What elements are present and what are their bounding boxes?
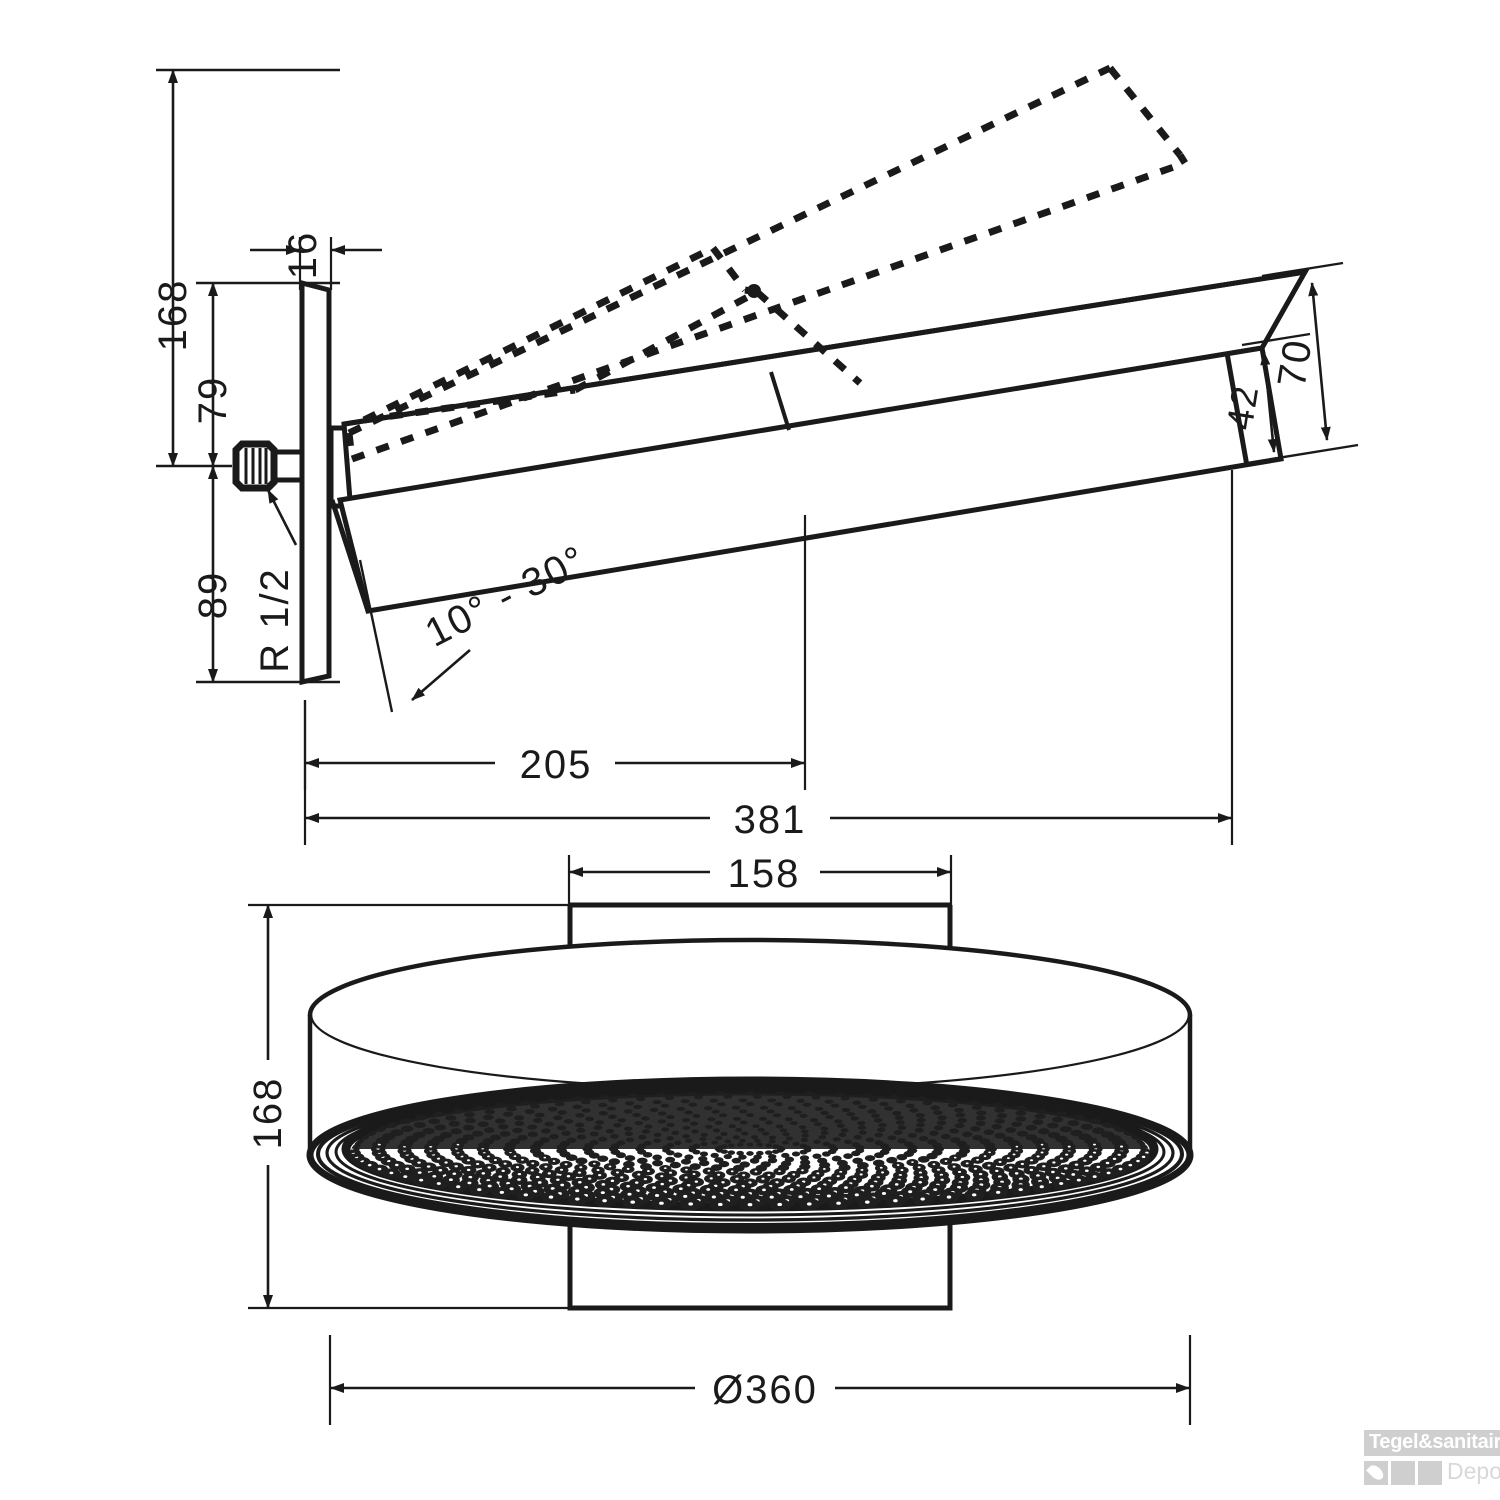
watermark-brand-row2: Depot [1364,1458,1500,1485]
dimension-16: 16 [250,231,382,290]
shower-arm-dotted-alternate [345,64,1188,463]
dimension-label-381: 381 [734,798,807,842]
logo-square-3 [1418,1461,1442,1485]
dimension-label-42: 42 [1219,382,1267,433]
front-elevation-group: 158 168 [246,851,1194,1425]
dimension-label-89: 89 [191,571,235,620]
dimension-89: 89 [191,465,235,683]
angle-leader-line [411,649,471,701]
watermark-brand-line1: Tegel&sanitair [1364,1430,1500,1456]
side-elevation-group: 168 79 89 R 1/2 1 [151,64,1359,845]
dimension-168-bottom: 168 [246,903,600,1310]
dotted-pivot-dot [747,284,761,298]
mount-bracket-bottom [567,1222,953,1311]
dimension-70: 70 [1270,282,1331,441]
watermark-brand-line2: Depot [1447,1458,1500,1484]
dimension-158: 158 [567,851,953,925]
wall-plate [299,279,332,686]
logo-square-2 [1391,1461,1415,1485]
dimension-label-70: 70 [1270,336,1321,391]
shower-head-body [306,937,1194,1234]
dimension-168-top: 168 [151,69,195,467]
thread-leader-line [266,489,298,546]
dimension-label-168-top: 168 [151,279,195,352]
shower-arm-solid [329,268,1310,614]
thread-connector [232,440,302,492]
shower-arm-dotted-lower [362,244,863,424]
dimension-diameter-360: Ø360 [328,1335,1192,1425]
angle-reference-line [358,559,394,713]
thread-callout-group: R 1/2 [253,489,298,673]
dimension-label-168-bottom: 168 [246,1077,290,1150]
thread-callout-label: R 1/2 [253,567,297,673]
dimension-label-158: 158 [728,852,801,896]
dimension-42: 42 [1219,351,1278,453]
watermark-logo: Tegel&sanitair Depot [1350,1430,1500,1492]
dimension-label-diameter: Ø360 [712,1368,818,1412]
extension-lines-right [1241,261,1359,465]
thread-hatching [244,448,268,484]
dimension-205: 205 [303,515,807,790]
water-drop-icon [1364,1461,1388,1485]
nozzle-pattern [350,1091,1150,1212]
dimension-label-205: 205 [520,743,593,787]
dimension-label-79: 79 [191,376,235,425]
dimension-381: 381 [303,470,1234,845]
dimension-label-16: 16 [281,231,325,280]
dimension-79: 79 [191,282,235,467]
